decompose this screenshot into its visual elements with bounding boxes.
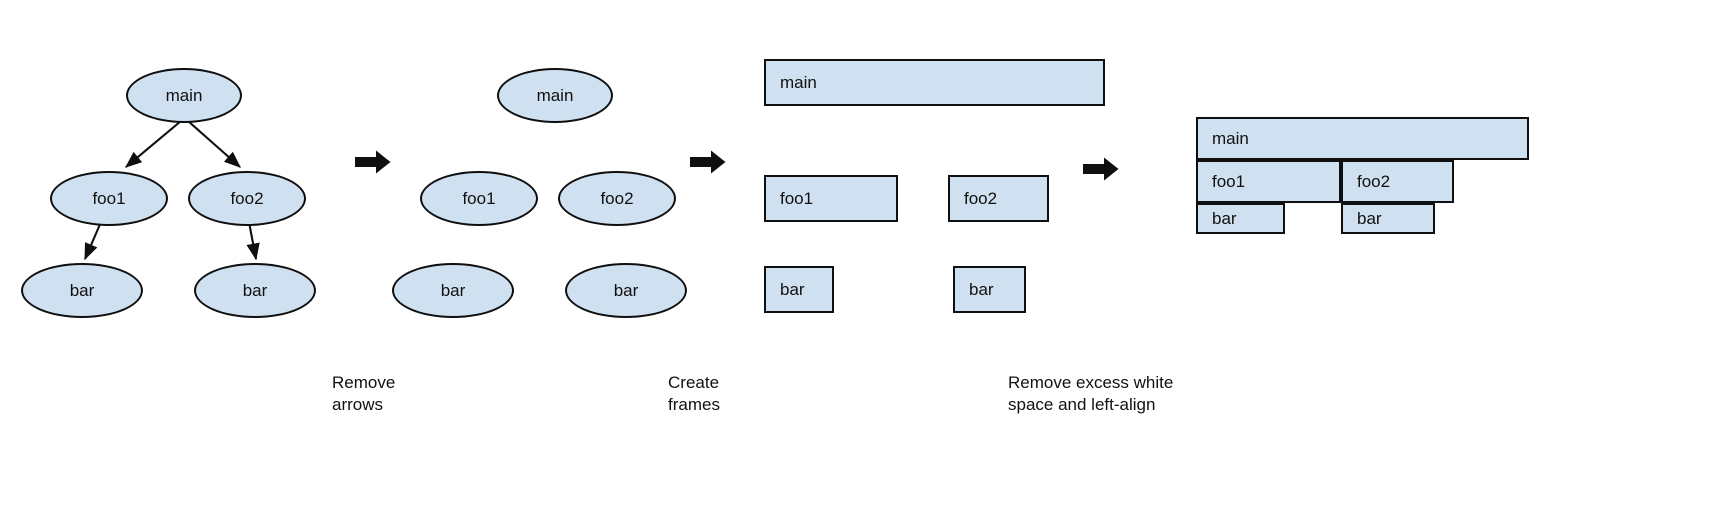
caption-create-frames: Create frames <box>668 373 720 414</box>
detached-node-bar-right[interactable]: bar <box>565 263 687 318</box>
tree-node-bar-right[interactable]: bar <box>194 263 316 318</box>
tree-node-bar-left[interactable]: bar <box>21 263 143 318</box>
node-label: foo2 <box>1357 172 1391 191</box>
node-label: foo2 <box>230 189 264 208</box>
node-label: bar <box>69 281 95 300</box>
frame-main[interactable]: main <box>764 59 1105 106</box>
flame-cell-main[interactable]: main <box>1196 117 1529 160</box>
node-label: foo1 <box>780 189 814 208</box>
detached-node-foo1[interactable]: foo1 <box>420 171 538 226</box>
frame-foo1[interactable]: foo1 <box>764 175 898 222</box>
node-label: foo1 <box>462 189 496 208</box>
transition-arrow-1-icon <box>355 150 391 174</box>
node-label: main <box>780 73 817 92</box>
transition-arrow-3-icon <box>1083 157 1119 181</box>
detached-node-foo2[interactable]: foo2 <box>558 171 676 226</box>
tree-node-main[interactable]: main <box>126 68 242 123</box>
tree-node-foo2[interactable]: foo2 <box>188 171 306 226</box>
node-label: foo2 <box>964 189 998 208</box>
detached-node-main[interactable]: main <box>497 68 613 123</box>
detached-node-bar-left[interactable]: bar <box>392 263 514 318</box>
frame-foo2[interactable]: foo2 <box>948 175 1049 222</box>
flame-cell-bar-left[interactable]: bar <box>1196 203 1285 234</box>
flame-cell-bar-right[interactable]: bar <box>1341 203 1435 234</box>
node-label: bar <box>1212 209 1237 228</box>
flame-cell-foo1[interactable]: foo1 <box>1196 160 1341 203</box>
node-label: bar <box>780 280 805 299</box>
node-label: foo1 <box>92 189 126 208</box>
node-label: main <box>165 86 203 105</box>
node-label: main <box>1212 129 1249 148</box>
caption-remove-whitespace: Remove excess white space and left-align <box>1008 373 1174 414</box>
node-label: bar <box>1357 209 1382 228</box>
node-label: bar <box>242 281 268 300</box>
node-label: bar <box>613 281 639 300</box>
node-label: foo1 <box>1212 172 1246 191</box>
transition-arrow-2-icon <box>690 150 726 174</box>
frame-bar-left[interactable]: bar <box>764 266 834 313</box>
frame-bar-right[interactable]: bar <box>953 266 1026 313</box>
node-label: bar <box>969 280 994 299</box>
node-label: bar <box>440 281 466 300</box>
tree-node-foo1[interactable]: foo1 <box>50 171 168 226</box>
flame-cell-foo2[interactable]: foo2 <box>1341 160 1454 203</box>
node-label: main <box>536 86 574 105</box>
caption-remove-arrows: Remove arrows <box>332 373 396 414</box>
node-label: foo2 <box>600 189 634 208</box>
